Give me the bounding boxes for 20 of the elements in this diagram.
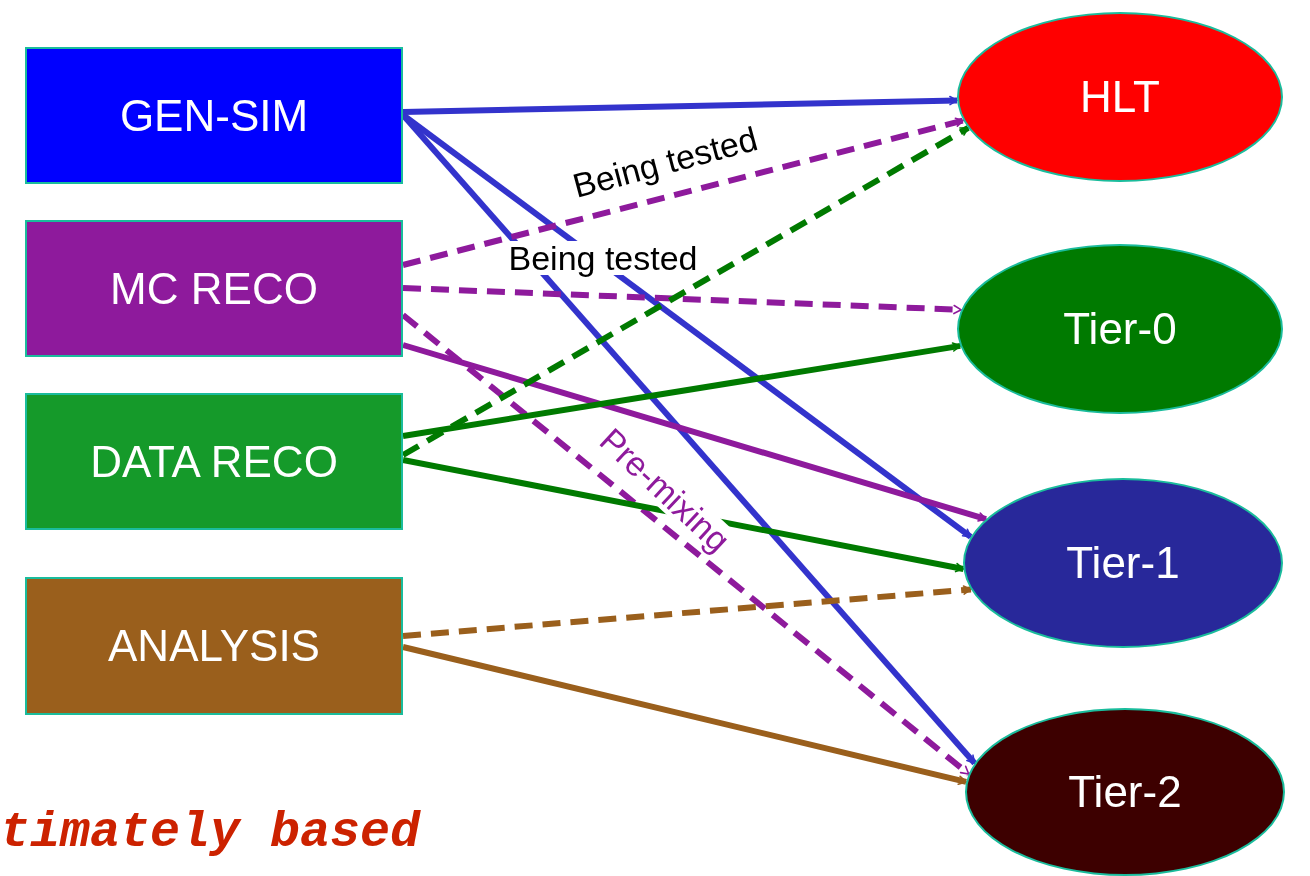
arrow bbox=[402, 95, 958, 115]
process-box bbox=[25, 220, 403, 357]
arrow bbox=[402, 117, 965, 268]
node-label: GEN-SIM bbox=[119, 93, 309, 138]
process-box bbox=[25, 47, 403, 184]
node-label: DATA RECO bbox=[90, 439, 338, 484]
node-label: Tier-1 bbox=[1066, 541, 1180, 585]
node-label: HLT bbox=[1080, 75, 1160, 119]
node-label: ANALYSIS bbox=[108, 624, 320, 668]
node-label: Tier-2 bbox=[1068, 770, 1182, 814]
process-box bbox=[25, 577, 403, 715]
arrow bbox=[402, 342, 961, 439]
node-label: MC RECO bbox=[110, 266, 318, 311]
arrow bbox=[402, 342, 987, 522]
arrow bbox=[402, 585, 972, 639]
arrow bbox=[402, 644, 967, 785]
arrow bbox=[402, 457, 965, 573]
note-text: timately based bbox=[0, 808, 421, 858]
process-box bbox=[25, 393, 403, 530]
node-label: Tier-0 bbox=[1063, 307, 1177, 351]
